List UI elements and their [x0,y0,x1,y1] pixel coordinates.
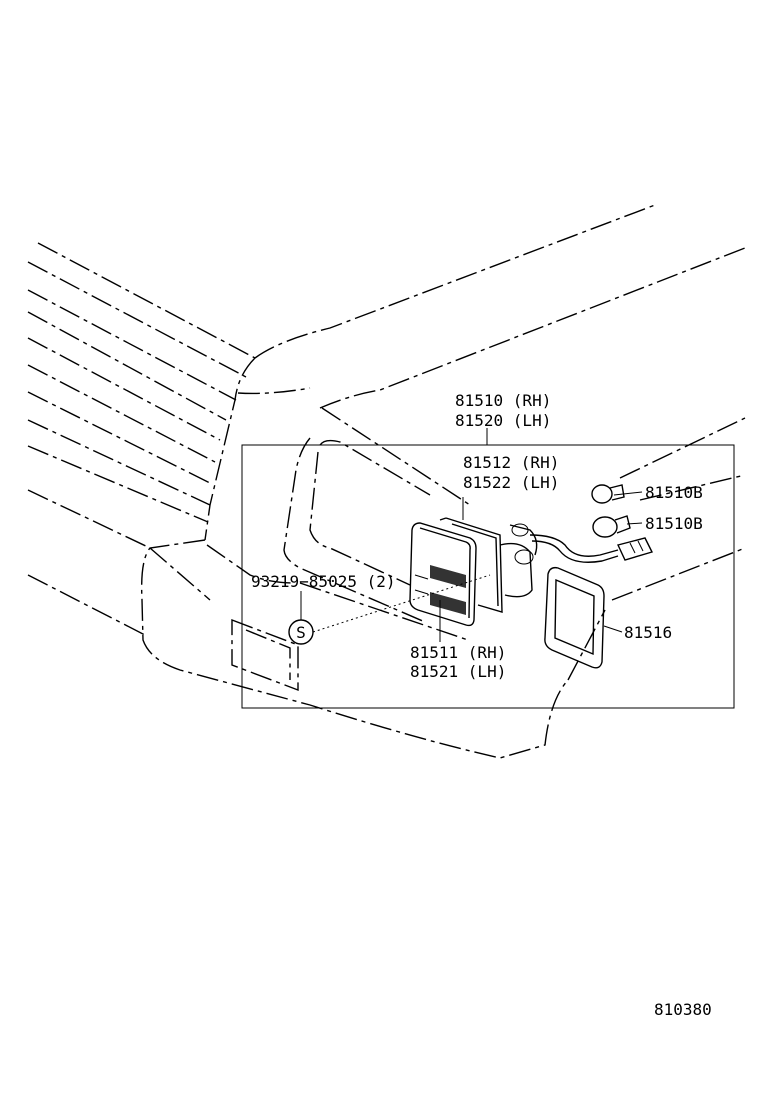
screw-symbol-letter: S [296,623,306,642]
label-lens-rh: 81511 (RH) [410,643,506,662]
screw-symbol: S [288,619,314,645]
label-bulb-a: 81510B [645,483,703,502]
leader-lines [300,428,643,642]
gasket [544,566,605,669]
bulb-lower [592,515,631,538]
bulb-upper [591,484,625,504]
figure-number: 810380 [654,1000,712,1019]
lens-pattern [414,565,466,615]
vehicle-body-outline [27,204,746,759]
detail-frame [241,444,735,709]
label-gasket: 81516 [624,623,672,642]
label-housing-lh: 81522 (LH) [463,473,559,492]
label-assembly-lh: 81520 (LH) [455,411,551,430]
label-lens-lh: 81521 (LH) [410,662,506,681]
label-housing-rh: 81512 (RH) [463,453,559,472]
label-bulb-b: 81510B [645,514,703,533]
label-screw: 93219−85025 (2) [251,572,396,591]
lamp-assembly [409,517,653,627]
label-assembly-rh: 81510 (RH) [455,391,551,410]
